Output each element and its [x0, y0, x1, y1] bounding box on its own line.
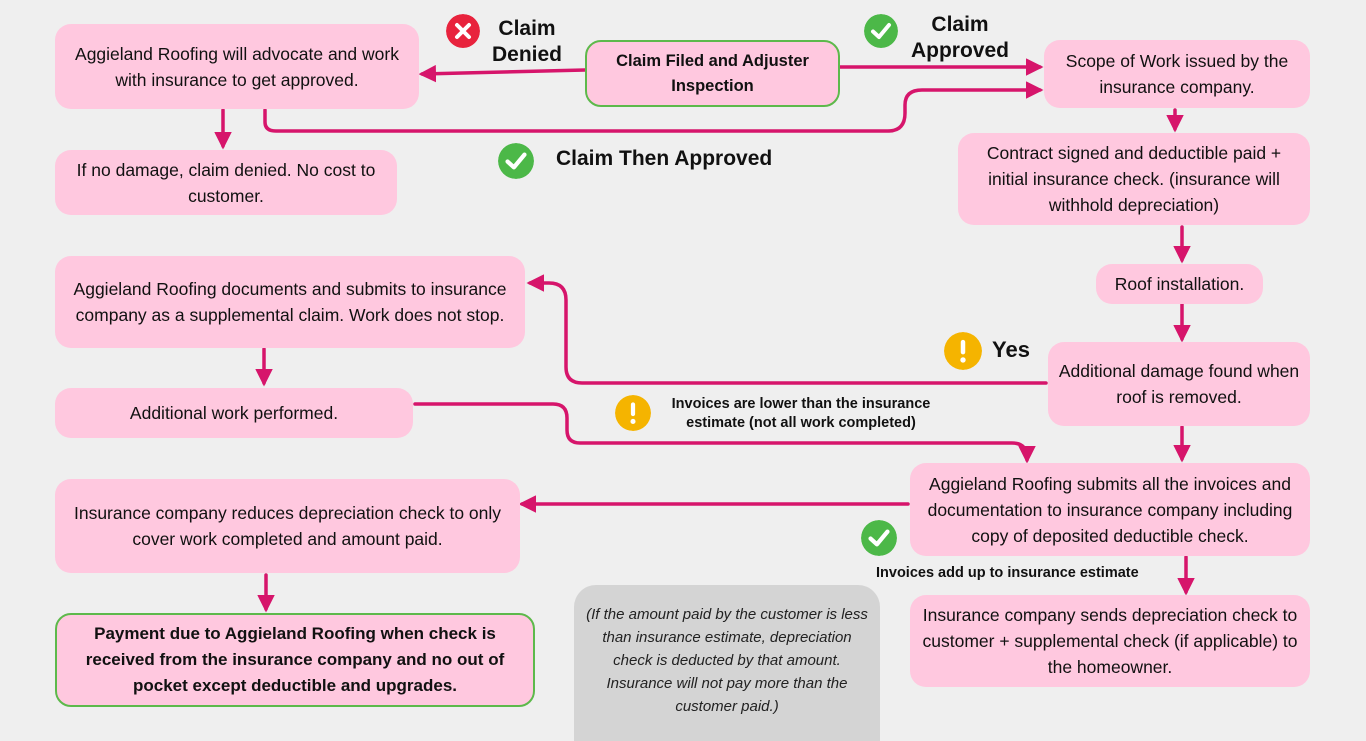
roof-installation-node: Roof installation. [1096, 264, 1263, 304]
check-icon [498, 143, 534, 179]
invoices-add-up-label: Invoices add up to insurance estimate [876, 565, 1139, 581]
scope-node: Scope of Work issued by the insurance co… [1044, 40, 1310, 108]
yes-label: Yes [992, 337, 1030, 362]
advocate-node: Aggieland Roofing will advocate and work… [55, 24, 419, 109]
additional-work-node: Additional work performed. [55, 388, 413, 438]
submit-invoices-node: Aggieland Roofing submits all the invoic… [910, 463, 1310, 556]
reduce-check-node: Insurance company reduces depreciation c… [55, 479, 520, 573]
depreciation-note: (If the amount paid by the customer is l… [574, 585, 880, 741]
claim-filed-node: Claim Filed and Adjuster Inspection [585, 40, 840, 107]
arrow-damage-to-supplemental [526, 274, 1048, 385]
warning-icon [615, 395, 651, 431]
arrow-denied [418, 64, 587, 83]
claim-denied-label: Claim Denied [491, 17, 562, 66]
send-check-node: Insurance company sends depreciation che… [910, 595, 1310, 687]
warning-icon [944, 332, 982, 370]
check-icon [861, 520, 897, 556]
additional-damage-node: Additional damage found when roof is rem… [1048, 342, 1310, 426]
supplemental-node: Aggieland Roofing documents and submits … [55, 256, 525, 348]
contract-node: Contract signed and deductible paid + in… [958, 133, 1310, 225]
arrow-work-to-submit [413, 402, 1036, 464]
claim-approved-label: Claim Approved [910, 13, 1009, 62]
claim-then-approved-label: Claim Then Approved [556, 147, 773, 170]
arrow-then-approved [263, 81, 1044, 133]
payment-due-node: Payment due to Aggieland Roofing when ch… [55, 613, 535, 707]
no-damage-node: If no damage, claim denied. No cost to c… [55, 150, 397, 215]
check-icon [864, 14, 898, 48]
deny-icon [446, 14, 480, 48]
invoices-lower-label: Invoices are lower than the insurance es… [671, 396, 931, 431]
